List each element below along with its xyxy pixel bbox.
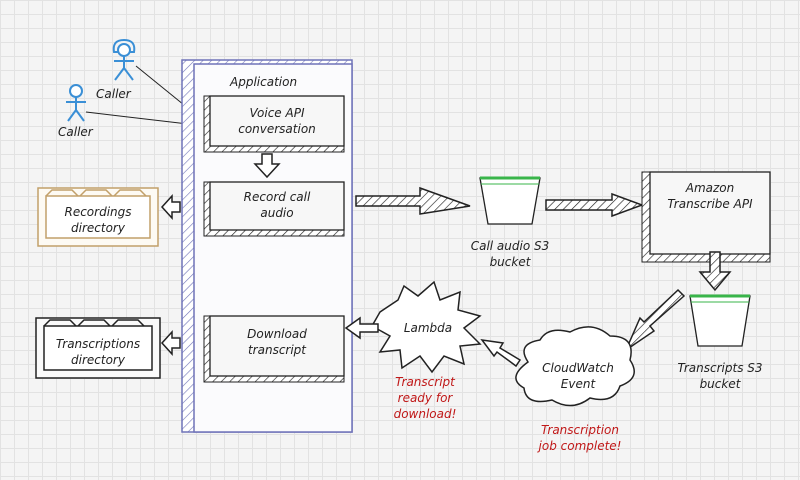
call-audio-line-1: Call audio S3 bbox=[470, 239, 550, 253]
transcribe-api-box bbox=[641, 171, 771, 263]
voice-api-line-1: Voice API bbox=[249, 106, 305, 120]
record-to-bucket-arrow bbox=[355, 186, 471, 215]
to-transcriptions-arrow bbox=[160, 330, 181, 356]
record-call-line-2: audio bbox=[260, 206, 294, 220]
transcribe-line-2: Transcribe API bbox=[667, 197, 753, 211]
ready-line-3: download! bbox=[393, 407, 457, 421]
recordings-line-2: directory bbox=[71, 221, 125, 235]
transcribe-to-bucket-arrow bbox=[698, 251, 732, 292]
complete-line-2: job complete! bbox=[538, 439, 622, 453]
lambda-to-download-arrow bbox=[344, 316, 379, 340]
to-recordings-arrow bbox=[160, 194, 181, 220]
caller-male-icon bbox=[66, 84, 86, 122]
ready-line-1: Transcript bbox=[395, 375, 455, 389]
transcription-complete-note: Transcription job complete! bbox=[520, 422, 640, 454]
download-line-2: transcript bbox=[247, 343, 307, 357]
lambda-label: Lambda bbox=[403, 321, 453, 335]
transcript-ready-note: Transcript ready for download! bbox=[370, 374, 480, 422]
recordings-folder-icon bbox=[37, 187, 159, 247]
transcripts-bucket-icon bbox=[689, 294, 751, 347]
transcriptions-folder-icon bbox=[35, 317, 161, 379]
cloudwatch-cloud-icon bbox=[515, 326, 635, 407]
transcribe-api-label: Amazon Transcribe API bbox=[650, 180, 770, 212]
call-audio-bucket-icon bbox=[479, 176, 541, 225]
caller-label-b: Caller bbox=[58, 125, 93, 139]
transcriptions-line-1: Transcriptions bbox=[55, 337, 141, 351]
transcriptions-line-2: directory bbox=[71, 353, 125, 367]
transcripts-line-2: bucket bbox=[699, 377, 741, 391]
application-title: Application bbox=[230, 75, 298, 89]
download-transcript-box bbox=[203, 315, 345, 383]
voice-to-record-arrow bbox=[253, 153, 281, 179]
record-call-box bbox=[203, 181, 345, 237]
caller-female-icon bbox=[112, 38, 136, 81]
recordings-line-1: Recordings bbox=[64, 205, 132, 219]
call-audio-bucket-label: Call audio S3 bucket bbox=[450, 238, 570, 270]
cloudwatch-to-lambda-arrow bbox=[480, 339, 522, 368]
call-audio-line-2: bucket bbox=[489, 255, 531, 269]
cloudwatch-line-1: CloudWatch bbox=[542, 361, 614, 375]
voice-api-line-2: conversation bbox=[238, 122, 316, 136]
caller-label-a: Caller bbox=[96, 87, 131, 101]
voice-api-box bbox=[203, 95, 345, 153]
transcribe-line-1: Amazon bbox=[685, 181, 735, 195]
download-line-1: Download bbox=[247, 327, 307, 341]
ready-line-2: ready for bbox=[397, 391, 453, 405]
download-transcript-label: Download transcript bbox=[210, 326, 344, 358]
record-call-label: Record call audio bbox=[210, 189, 344, 221]
bucket-to-cloudwatch-arrow bbox=[624, 288, 686, 353]
complete-line-1: Transcription bbox=[540, 423, 619, 437]
recordings-directory-label: Recordings directory bbox=[46, 204, 150, 236]
cloudwatch-line-2: Event bbox=[560, 377, 596, 391]
lambda-burst-icon bbox=[370, 280, 482, 374]
voice-api-label: Voice API conversation bbox=[210, 105, 344, 137]
record-call-line-1: Record call bbox=[243, 190, 311, 204]
bucket-to-transcribe-arrow bbox=[545, 192, 645, 218]
transcriptions-directory-label: Transcriptions directory bbox=[44, 336, 152, 368]
transcripts-line-1: Transcripts S3 bbox=[677, 361, 763, 375]
transcripts-bucket-label: Transcripts S3 bucket bbox=[660, 360, 780, 392]
cloudwatch-label: CloudWatch Event bbox=[530, 360, 626, 392]
